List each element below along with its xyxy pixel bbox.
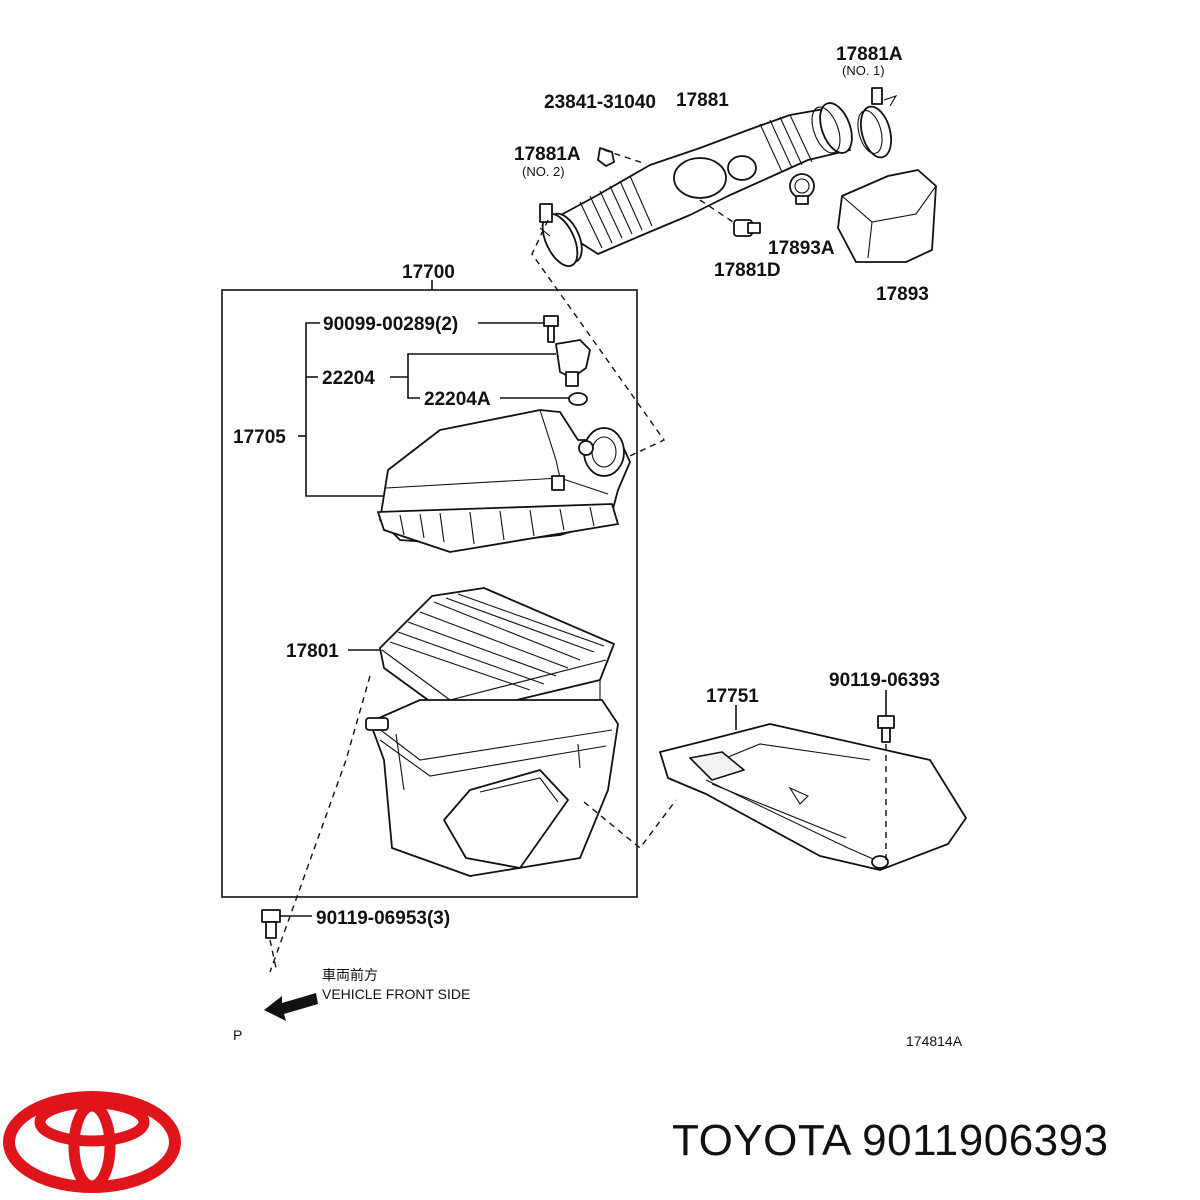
upper-case-17705: [377, 409, 631, 553]
label-17751: 17751: [706, 686, 759, 707]
clamp-17893A: [789, 173, 815, 205]
label-17700: 17700: [402, 262, 455, 283]
label-figure-id: 174814A: [906, 1033, 963, 1049]
label-17893A: 17893A: [768, 238, 835, 259]
label-17881: 17881: [676, 90, 729, 111]
duct-17751: [659, 723, 967, 871]
label-17881D: 17881D: [714, 260, 781, 281]
vehicle-front-arrow: [264, 993, 318, 1021]
label-22204A: 22204A: [424, 389, 491, 410]
label-direction-jp: 車両前方: [322, 967, 378, 983]
label-17801: 17801: [286, 641, 339, 662]
fitting-17881D: [733, 219, 761, 237]
bolt-90119-06393: [877, 715, 895, 743]
clip-23841: [597, 147, 615, 167]
label-17881A-no1: 17881A: [836, 44, 903, 65]
bolt-90119-06953: [261, 909, 281, 939]
toyota-logo: [3, 1091, 181, 1193]
clamp-17881A-no2: [539, 203, 579, 267]
label-17881A-no1-sub: (NO. 1): [842, 63, 885, 78]
label-90119-06393: 90119-06393: [829, 670, 940, 691]
footer-title: TOYOTA 9011906393: [672, 1116, 1109, 1166]
label-17705: 17705: [233, 427, 286, 448]
sensor-22204: [555, 339, 591, 387]
screw-90099: [543, 315, 559, 343]
label-17881A-no2-sub: (NO. 2): [522, 164, 565, 179]
label-90119-06953: 90119-06953(3): [316, 908, 450, 929]
label-direction-en: VEHICLE FRONT SIDE: [322, 986, 470, 1002]
inlet-17893: [837, 169, 937, 263]
label-23841-31040: 23841-31040: [544, 92, 656, 113]
part-number: 9011906393: [862, 1116, 1109, 1165]
label-90099-00289: 90099-00289(2): [323, 314, 458, 335]
assembly-frame-17700: [221, 289, 638, 898]
lower-case: [365, 699, 619, 877]
label-marker-p: P: [233, 1027, 242, 1043]
label-17881A-no2: 17881A: [514, 144, 581, 165]
clamp-17881A-no1: [857, 87, 898, 159]
label-17893: 17893: [876, 284, 929, 305]
oring-22204A: [568, 392, 588, 406]
brand-name: TOYOTA: [672, 1116, 850, 1165]
label-22204: 22204: [322, 368, 375, 389]
